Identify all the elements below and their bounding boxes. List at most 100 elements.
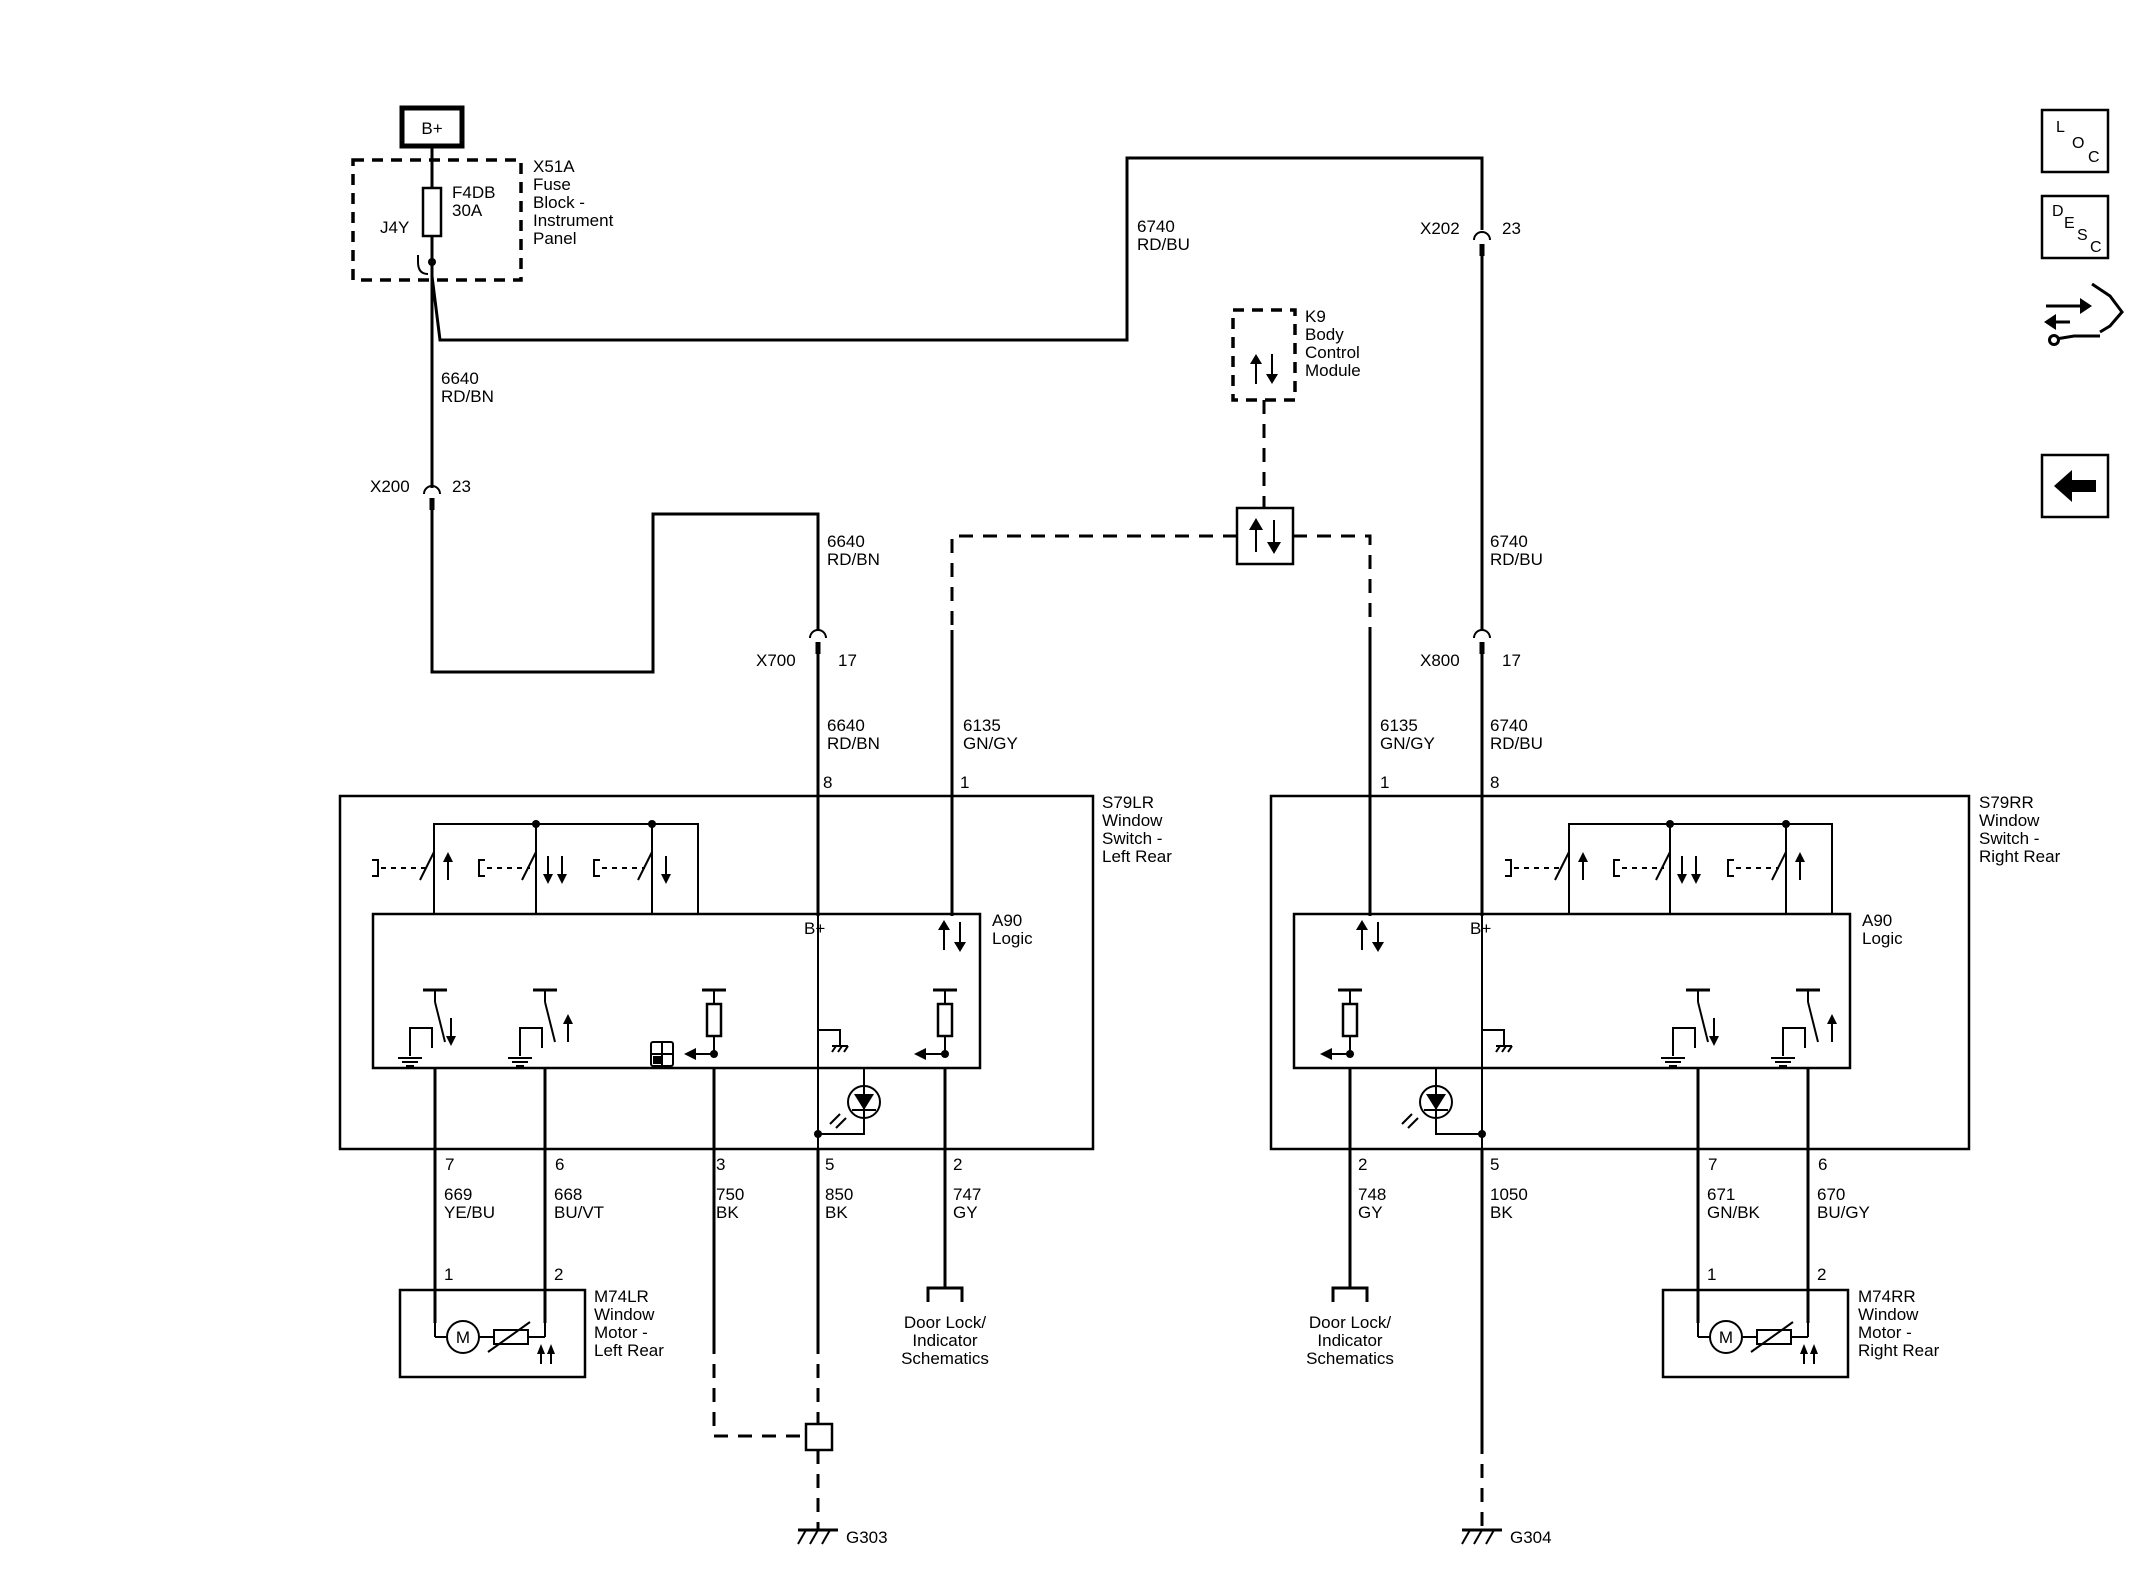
left-pin-5: 5 — [825, 1155, 834, 1174]
left-switch-label-3: Switch - — [1102, 829, 1162, 848]
bcm-label-3: Control — [1305, 343, 1360, 362]
wire-6135-right-color: GN/GY — [1380, 734, 1435, 753]
body-control-module — [1231, 308, 1297, 402]
desc-letter-d: D — [2052, 203, 2064, 220]
back-button[interactable] — [2040, 453, 2110, 519]
wire-1050-color: BK — [1490, 1203, 1513, 1222]
left-pin-6: 6 — [555, 1155, 564, 1174]
left-switch-label-1: S79LR — [1102, 793, 1154, 812]
right-logic-label-1: A90 — [1862, 911, 1892, 930]
right-motor-label-3: Motor - — [1858, 1323, 1912, 1342]
bcm-label-2: Body — [1305, 325, 1344, 344]
wire-669-num: 669 — [444, 1185, 472, 1204]
loc-letter-o: O — [2072, 135, 2084, 152]
connector-x202 — [1473, 231, 1491, 257]
fuse-id: F4DB — [452, 183, 495, 202]
left-motor-pin-2: 2 — [554, 1265, 563, 1284]
right-pin-7: 7 — [1708, 1155, 1717, 1174]
bcm-label-1: K9 — [1305, 307, 1326, 326]
left-switch-pin-1: 1 — [960, 773, 969, 792]
wire-850-color: BK — [825, 1203, 848, 1222]
connector-x200-pin: 23 — [452, 477, 471, 496]
wire-669-color: YE/BU — [444, 1203, 495, 1222]
wire-750-num: 750 — [716, 1185, 744, 1204]
right-logic-label-2: Logic — [1862, 929, 1903, 948]
left-motor-label-3: Motor - — [594, 1323, 648, 1342]
desc-letter-s: S — [2077, 227, 2088, 244]
wire-6740-low-num: 6740 — [1490, 716, 1528, 735]
wire-6135-left-color: GN/GY — [963, 734, 1018, 753]
left-motor-label-2: Window — [594, 1305, 655, 1324]
door-lock-right-connector — [1331, 1286, 1369, 1302]
desc-letter-e: E — [2064, 215, 2075, 232]
wire-748-color: GY — [1358, 1203, 1383, 1222]
left-pin-7: 7 — [445, 1155, 454, 1174]
left-logic-bplus: B+ — [804, 919, 825, 938]
ground-g303-icon — [796, 1528, 840, 1546]
left-motor-label-1: M74LR — [594, 1287, 649, 1306]
logic-module-left — [371, 912, 982, 1070]
door-lock-right-2: Indicator — [1317, 1331, 1383, 1350]
connector-x800 — [1473, 629, 1491, 655]
jumper-label: J4Y — [380, 218, 409, 237]
window-motor-left-rear — [398, 1288, 587, 1379]
door-lock-right-1: Door Lock/ — [1309, 1313, 1391, 1332]
wire-6640-low-color: RD/BN — [827, 734, 880, 753]
ground-g304-label: G304 — [1510, 1528, 1552, 1547]
wire-6740-mid-num: 6740 — [1490, 532, 1528, 551]
wire-670-color: BU/GY — [1817, 1203, 1870, 1222]
connector-x700 — [809, 629, 827, 655]
connector-x202-pin: 23 — [1502, 219, 1521, 238]
fuse-f4db — [421, 186, 443, 238]
wire-6640-low-num: 6640 — [827, 716, 865, 735]
door-lock-left-2: Indicator — [912, 1331, 978, 1350]
left-motor-pin-1: 1 — [444, 1265, 453, 1284]
wire-670-num: 670 — [1817, 1185, 1845, 1204]
wire-6640-top-color: RD/BN — [441, 387, 494, 406]
led-icon — [829, 1085, 881, 1129]
right-switch-pin-1: 1 — [1380, 773, 1389, 792]
wire-6135-right-num: 6135 — [1380, 716, 1418, 735]
wire-671-color: GN/BK — [1707, 1203, 1761, 1222]
fuse-block-label-5: Panel — [533, 229, 576, 248]
wire-748-num: 748 — [1358, 1185, 1386, 1204]
battery-positive-terminal: B+ — [399, 105, 465, 149]
wire-750-color: BK — [716, 1203, 739, 1222]
right-motor-label-2: Window — [1858, 1305, 1919, 1324]
location-button[interactable]: L O C — [2040, 108, 2110, 174]
bplus-label: B+ — [421, 119, 442, 138]
door-lock-left-connector — [926, 1286, 964, 1302]
diagnostic-tool-icon — [2044, 282, 2124, 346]
description-button[interactable]: D E S C — [2040, 194, 2110, 260]
loc-letter-c: C — [2088, 149, 2100, 166]
right-motor-label-1: M74RR — [1858, 1287, 1916, 1306]
wire-1050-num: 1050 — [1490, 1185, 1528, 1204]
connector-x200 — [423, 485, 441, 511]
right-switch-label-3: Switch - — [1979, 829, 2039, 848]
connector-x800-pin: 17 — [1502, 651, 1521, 670]
lamp-icon — [650, 1041, 674, 1067]
connector-x700-name: X700 — [756, 651, 796, 670]
wire-6135-left-num: 6135 — [963, 716, 1001, 735]
logic-module-right — [1292, 912, 1852, 1070]
jumper-j4y — [417, 255, 429, 275]
door-lock-left-1: Door Lock/ — [904, 1313, 986, 1332]
door-lock-right-3: Schematics — [1306, 1349, 1394, 1368]
fuse-amp: 30A — [452, 201, 483, 220]
splice-g303 — [804, 1422, 834, 1452]
right-motor-label-4: Right Rear — [1858, 1341, 1940, 1360]
right-pin-5: 5 — [1490, 1155, 1499, 1174]
connector-x200-name: X200 — [370, 477, 410, 496]
wire-6740-top-color: RD/BU — [1137, 235, 1190, 254]
diagnostic-tool-button[interactable] — [2044, 282, 2124, 346]
connector-x700-pin: 17 — [838, 651, 857, 670]
left-logic-label-2: Logic — [992, 929, 1033, 948]
left-logic-label-1: A90 — [992, 911, 1022, 930]
wire-671-num: 671 — [1707, 1185, 1735, 1204]
right-switch-label-4: Right Rear — [1979, 847, 2061, 866]
bcm-label-4: Module — [1305, 361, 1361, 380]
wire-668-color: BU/VT — [554, 1203, 604, 1222]
right-logic-bplus: B+ — [1470, 919, 1491, 938]
left-motor-label-4: Left Rear — [594, 1341, 664, 1360]
